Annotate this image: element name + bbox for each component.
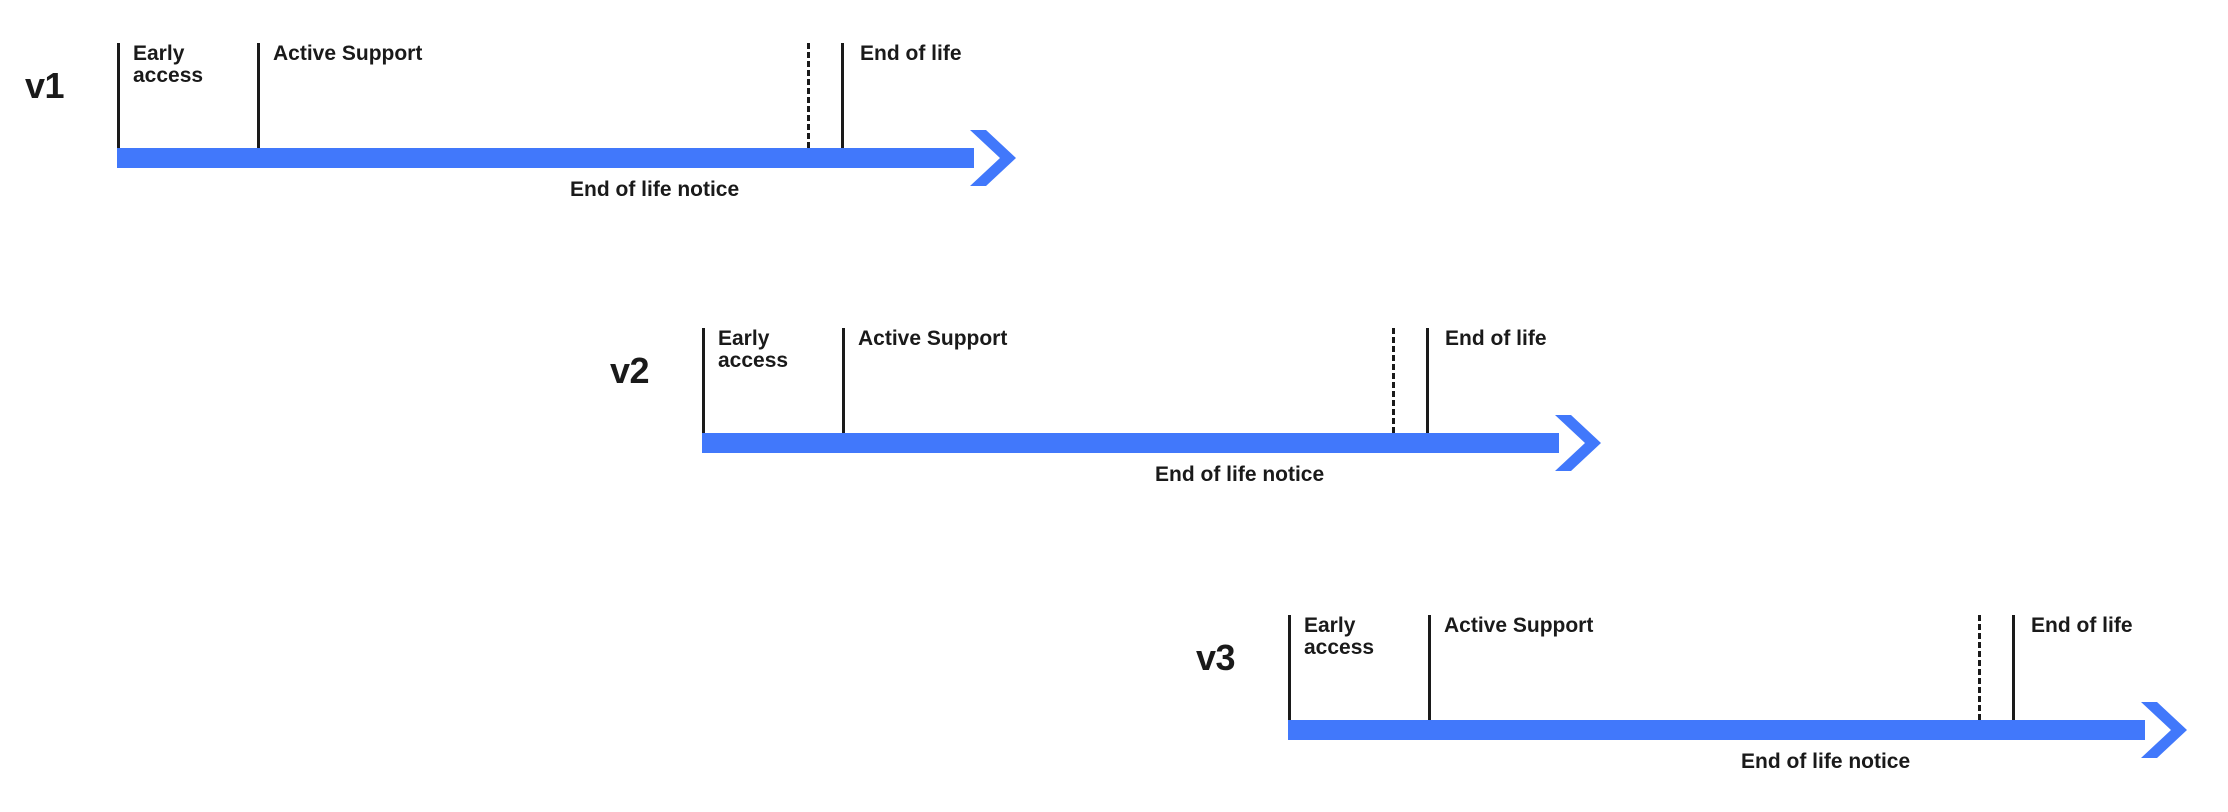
segment-label-end-of-life-v3: End of life bbox=[2031, 614, 2133, 637]
timeline-row-v1: v1 Early access Active Support End of li… bbox=[0, 0, 1060, 230]
timeline-row-v2: v2 Early access Active Support End of li… bbox=[585, 285, 1645, 515]
tick-end-of-life-start-v2 bbox=[1426, 328, 1429, 433]
tick-active-support-start-v3 bbox=[1428, 615, 1431, 720]
tick-end-of-life-notice-v1 bbox=[807, 43, 810, 148]
arrow-head-icon-v2 bbox=[1555, 415, 1601, 471]
notice-label-v2: End of life notice bbox=[1155, 463, 1325, 486]
segment-label-early-access-v3: Early access bbox=[1304, 614, 1375, 660]
lifecycle-bar-v2 bbox=[702, 433, 1559, 453]
lifecycle-bar-v3 bbox=[1288, 720, 2145, 740]
notice-label-v1: End of life notice bbox=[570, 178, 740, 201]
notice-label-v3: End of life notice bbox=[1741, 750, 1911, 773]
tick-end-of-life-start-v3 bbox=[2012, 615, 2015, 720]
segment-label-end-of-life-v1: End of life bbox=[860, 42, 962, 65]
lifecycle-bar-v1 bbox=[117, 148, 974, 168]
tick-end-of-life-notice-v3 bbox=[1978, 615, 1981, 720]
segment-label-end-of-life-v2: End of life bbox=[1445, 327, 1547, 350]
tick-early-access-start-v3 bbox=[1288, 615, 1291, 720]
arrow-head-icon-v3 bbox=[2141, 702, 2187, 758]
segment-label-active-support-v1: Active Support bbox=[273, 42, 423, 65]
segment-label-active-support-v2: Active Support bbox=[858, 327, 1008, 350]
tick-end-of-life-start-v1 bbox=[841, 43, 844, 148]
version-label-v3: v3 bbox=[1196, 637, 1236, 678]
tick-early-access-start-v2 bbox=[702, 328, 705, 433]
tick-end-of-life-notice-v2 bbox=[1392, 328, 1395, 433]
version-label-v2: v2 bbox=[610, 350, 650, 391]
segment-label-early-access-v1: Early access bbox=[133, 42, 204, 88]
version-label-v1: v1 bbox=[25, 65, 65, 106]
arrow-head-icon-v1 bbox=[970, 130, 1016, 186]
tick-active-support-start-v1 bbox=[257, 43, 260, 148]
segment-label-early-access-v2: Early access bbox=[718, 327, 789, 373]
timeline-row-v3: v3 Early access Active Support End of li… bbox=[1171, 572, 2228, 802]
segment-label-active-support-v3: Active Support bbox=[1444, 614, 1594, 637]
tick-early-access-start-v1 bbox=[117, 43, 120, 148]
tick-active-support-start-v2 bbox=[842, 328, 845, 433]
